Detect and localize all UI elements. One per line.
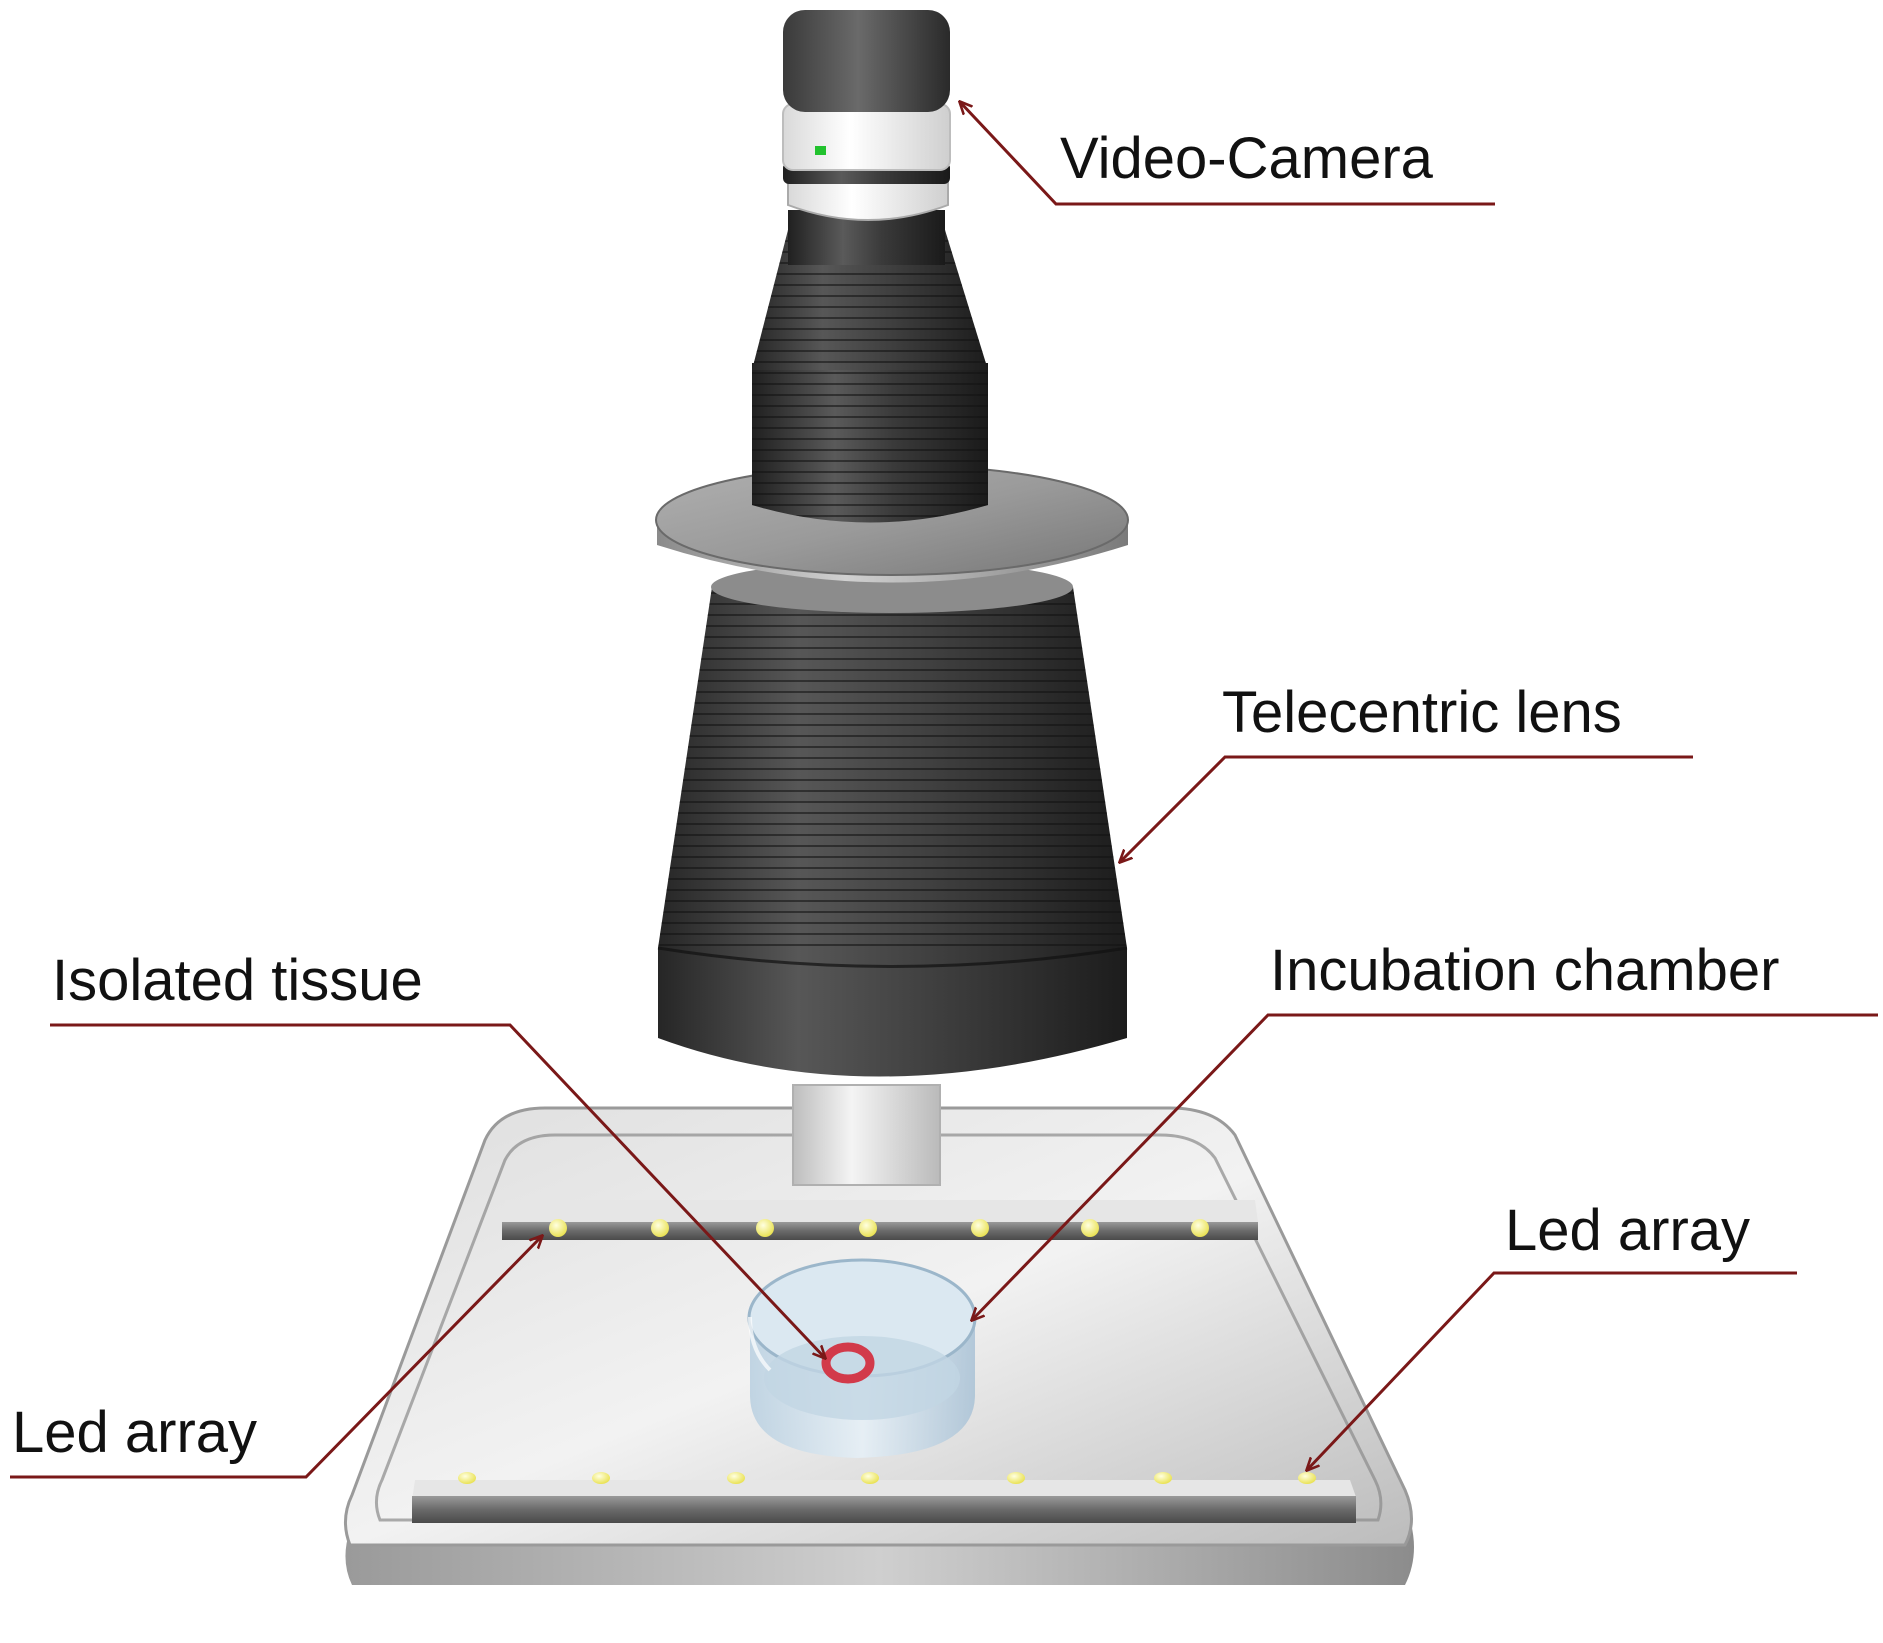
led — [859, 1219, 877, 1237]
label-led-array-left: Led array — [12, 1400, 257, 1465]
led — [1081, 1219, 1099, 1237]
telecentric-lens — [655, 210, 1129, 1077]
led — [549, 1219, 567, 1237]
isolated-tissue-ring — [821, 1342, 875, 1384]
led — [756, 1219, 774, 1237]
led-rail-back — [502, 1200, 1258, 1240]
label-led-array-right: Led array — [1505, 1198, 1750, 1263]
camera-status-indicator — [815, 146, 826, 155]
led — [1154, 1472, 1172, 1484]
led — [592, 1472, 610, 1484]
leader-video-camera — [960, 102, 1495, 206]
label-video-camera: Video-Camera — [1060, 126, 1434, 191]
led-array-back — [549, 1219, 1209, 1237]
label-incubation-chamber: Incubation chamber — [1270, 938, 1779, 1003]
leader-telecentric-lens — [1120, 755, 1693, 862]
leader-incubation-chamber — [972, 1013, 1878, 1320]
led — [651, 1219, 669, 1237]
leader-led-array-left — [10, 1236, 542, 1479]
led — [458, 1472, 476, 1484]
led-array-front — [458, 1472, 1316, 1484]
led — [861, 1472, 879, 1484]
leader-lines — [10, 102, 1878, 1479]
label-telecentric-lens: Telecentric lens — [1222, 680, 1622, 745]
incubation-chamber — [747, 1258, 977, 1458]
leader-led-array-right — [1307, 1271, 1797, 1470]
led — [1007, 1472, 1025, 1484]
stand-post — [792, 1084, 941, 1186]
led-rail-front — [412, 1480, 1356, 1523]
video-camera — [782, 10, 951, 221]
label-isolated-tissue: Isolated tissue — [52, 948, 423, 1013]
led — [1191, 1219, 1209, 1237]
leader-isolated-tissue — [50, 1023, 825, 1358]
led — [727, 1472, 745, 1484]
led — [1298, 1472, 1316, 1484]
led — [971, 1219, 989, 1237]
